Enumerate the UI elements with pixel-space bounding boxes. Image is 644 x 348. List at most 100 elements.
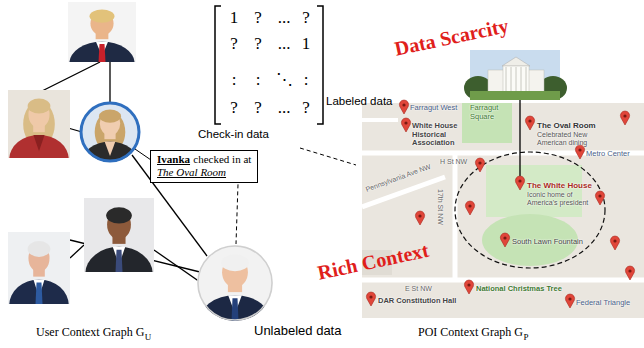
- photo-ring: [198, 246, 272, 320]
- hair: [106, 207, 132, 223]
- matrix-cell: ...: [278, 34, 291, 54]
- pin-dot: [613, 239, 616, 242]
- graph-link: [109, 62, 110, 102]
- map-label: Federal Triangle: [576, 299, 630, 308]
- graph-caption: User Context Graph G: [36, 326, 144, 340]
- building-column: [511, 67, 512, 91]
- collar: [33, 135, 44, 151]
- hair: [99, 110, 121, 123]
- pin-dot: [402, 103, 405, 106]
- caption-label: Unlabeled data: [254, 324, 341, 339]
- map-label: Farragut West: [410, 104, 457, 113]
- torso: [85, 247, 152, 272]
- caption-label: Labeled data: [326, 95, 393, 108]
- map-note: Celebrated New American dining: [537, 131, 599, 147]
- matrix-cell: ?: [230, 98, 238, 118]
- dashed-link: [300, 148, 356, 165]
- pin-dot: [628, 269, 631, 272]
- portrait-photo: [80, 102, 140, 185]
- tie: [99, 44, 106, 62]
- road: [362, 118, 398, 122]
- matrix-cell: :: [256, 70, 261, 90]
- map-label: Metro Center: [586, 150, 630, 159]
- map-pin: [366, 292, 375, 306]
- callout-line: Ivankachecked in at: [157, 153, 251, 166]
- map-pin: [399, 100, 408, 114]
- pin-dot: [518, 179, 521, 182]
- collar: [105, 142, 116, 156]
- graph-caption: POI Context Graph G: [418, 326, 523, 340]
- subscript: U: [145, 332, 152, 342]
- map-pin: [620, 111, 629, 125]
- building-roof: [502, 57, 530, 66]
- matrix-cell: :: [304, 70, 309, 90]
- torso: [199, 295, 272, 348]
- callout-line: The Oval Room: [157, 166, 251, 179]
- map-note: Iconic home of America's president: [527, 191, 589, 207]
- torso: [69, 42, 134, 62]
- street-label: 17th St NW: [436, 189, 444, 225]
- pin-dot: [528, 119, 531, 122]
- map-label: South Lawn Fountain: [512, 238, 583, 247]
- matrix-cell: 1: [302, 34, 311, 54]
- hair: [90, 10, 115, 23]
- map-label: The Oval Room: [537, 121, 596, 130]
- pin-dot: [623, 114, 626, 117]
- map-pin: [595, 191, 604, 205]
- callout-text: checked in at: [193, 153, 251, 165]
- caption-label: Check-in data: [198, 128, 269, 141]
- matrix-cell: ?: [302, 98, 310, 118]
- pin-dot: [578, 148, 581, 151]
- matrix-bracket: [317, 6, 323, 124]
- map: [362, 103, 644, 318]
- pin-dot: [369, 295, 372, 298]
- callout-pointer: [135, 149, 151, 160]
- building-column: [506, 67, 507, 91]
- matrix-bracket: [215, 6, 221, 124]
- building-column: [526, 67, 527, 91]
- pin-dot: [568, 297, 571, 300]
- tie: [36, 282, 43, 304]
- pin-dot: [503, 236, 506, 239]
- portrait-photo: [84, 198, 154, 272]
- graph-link: [70, 245, 84, 258]
- park: [462, 103, 512, 143]
- pin-dot: [478, 161, 481, 164]
- building-column: [521, 67, 522, 91]
- map-pin: [575, 145, 584, 159]
- matrix-cell: :: [232, 70, 237, 90]
- map-label: White House Historical Association: [412, 122, 468, 148]
- pin-dot: [418, 214, 421, 217]
- hair: [221, 255, 249, 272]
- tie: [232, 298, 239, 321]
- photo-leader: [519, 100, 520, 176]
- tie: [116, 250, 123, 272]
- torso: [9, 135, 69, 158]
- photo-ring: [81, 103, 139, 161]
- user-name: Ivanka: [157, 153, 190, 165]
- portrait-photo: [8, 232, 70, 304]
- pin-dot: [468, 204, 471, 207]
- map-label: Farragut Square: [470, 104, 508, 121]
- emphasis-label: Rich Context: [316, 239, 431, 285]
- pin-dot: [467, 283, 470, 286]
- matrix-cell: ?: [254, 98, 262, 118]
- map-label: The White House: [527, 181, 592, 190]
- street-label: Pennsylvania Ave NW: [365, 163, 432, 194]
- map-pin: [464, 280, 473, 294]
- graph-link: [40, 62, 100, 92]
- matrix-cell: ?: [254, 8, 262, 28]
- graph-link: [154, 250, 200, 282]
- map-label: National Christmas Tree: [476, 285, 562, 294]
- emphasis-label: Data Scarcity: [393, 14, 511, 61]
- road: [362, 278, 644, 283]
- torso: [81, 142, 139, 185]
- map-pin: [515, 176, 524, 190]
- matrix-cell: ⋱: [276, 70, 293, 90]
- map-pin: [610, 236, 619, 250]
- map-pin: [401, 118, 410, 132]
- hair: [28, 241, 51, 257]
- map-pin: [625, 266, 634, 280]
